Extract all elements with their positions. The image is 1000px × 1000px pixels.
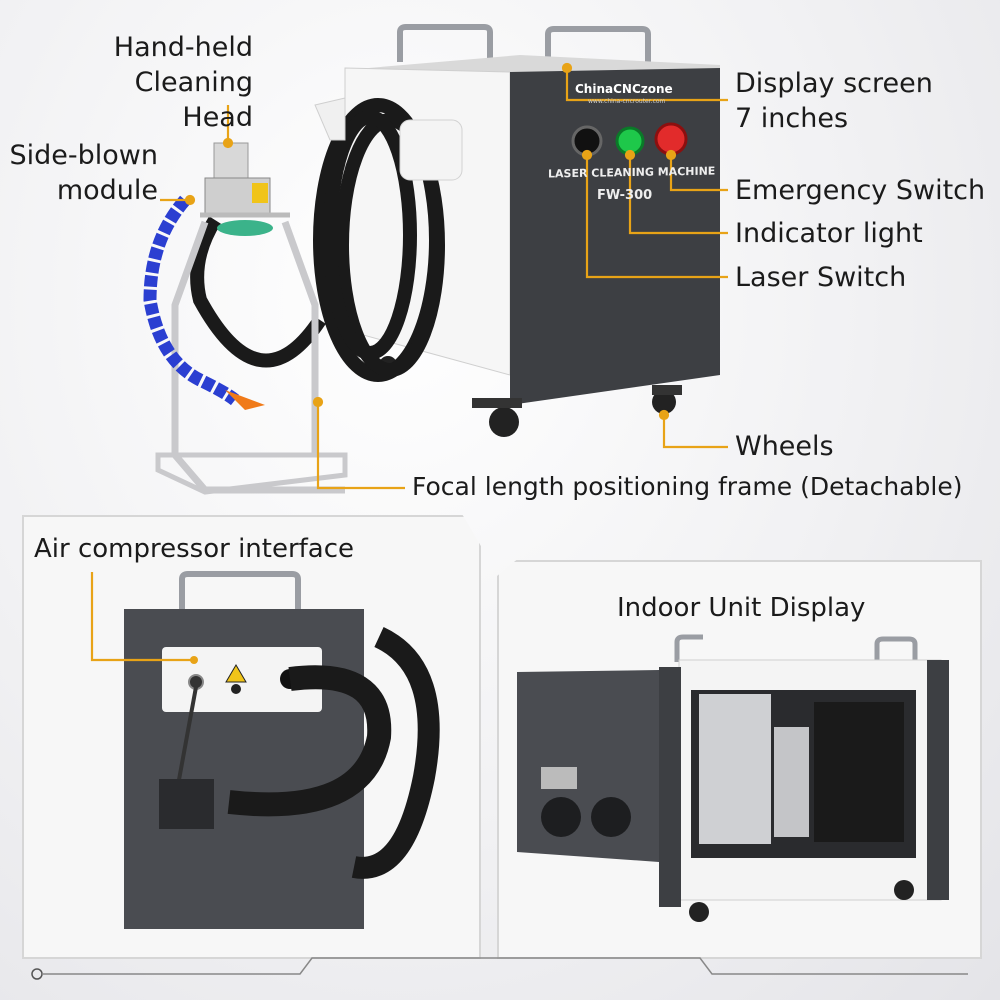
indoor-unit-label: Indoor Unit Display (617, 593, 866, 623)
cleaning-head-frame (143, 142, 348, 495)
machine-model: FW-300 (597, 188, 653, 203)
handheld-head-label: Hand-held Cleaning Head (113, 32, 253, 134)
laser-switch-label: Laser Switch (735, 262, 907, 293)
indicator-light-label: Indicator light (735, 218, 923, 249)
emergency-switch-label: Emergency Switch (735, 175, 986, 206)
callout-leaders-top (160, 62, 728, 490)
wheels-label: Wheels (735, 431, 834, 462)
rear-view-illustration (90, 571, 440, 929)
focal-frame-label: Focal length positioning frame (Detachab… (412, 472, 963, 501)
brand-website: www.china-cncrouter.com (588, 98, 666, 105)
laser-cleaning-machine (190, 24, 720, 437)
hose-coil (190, 98, 445, 382)
emergency-switch (654, 122, 688, 156)
brand-logo: ChinaCNCzone (575, 82, 673, 96)
interior-view-illustration (517, 634, 949, 922)
side-blown-label: Side-blown module (9, 140, 159, 207)
air-compressor-label: Air compressor interface (34, 534, 355, 564)
display-screen-label: Display screen 7 inches (735, 68, 933, 135)
indoor-unit-panel: Indoor Unit Display (497, 560, 982, 959)
air-compressor-panel: Air compressor interface (22, 515, 481, 959)
